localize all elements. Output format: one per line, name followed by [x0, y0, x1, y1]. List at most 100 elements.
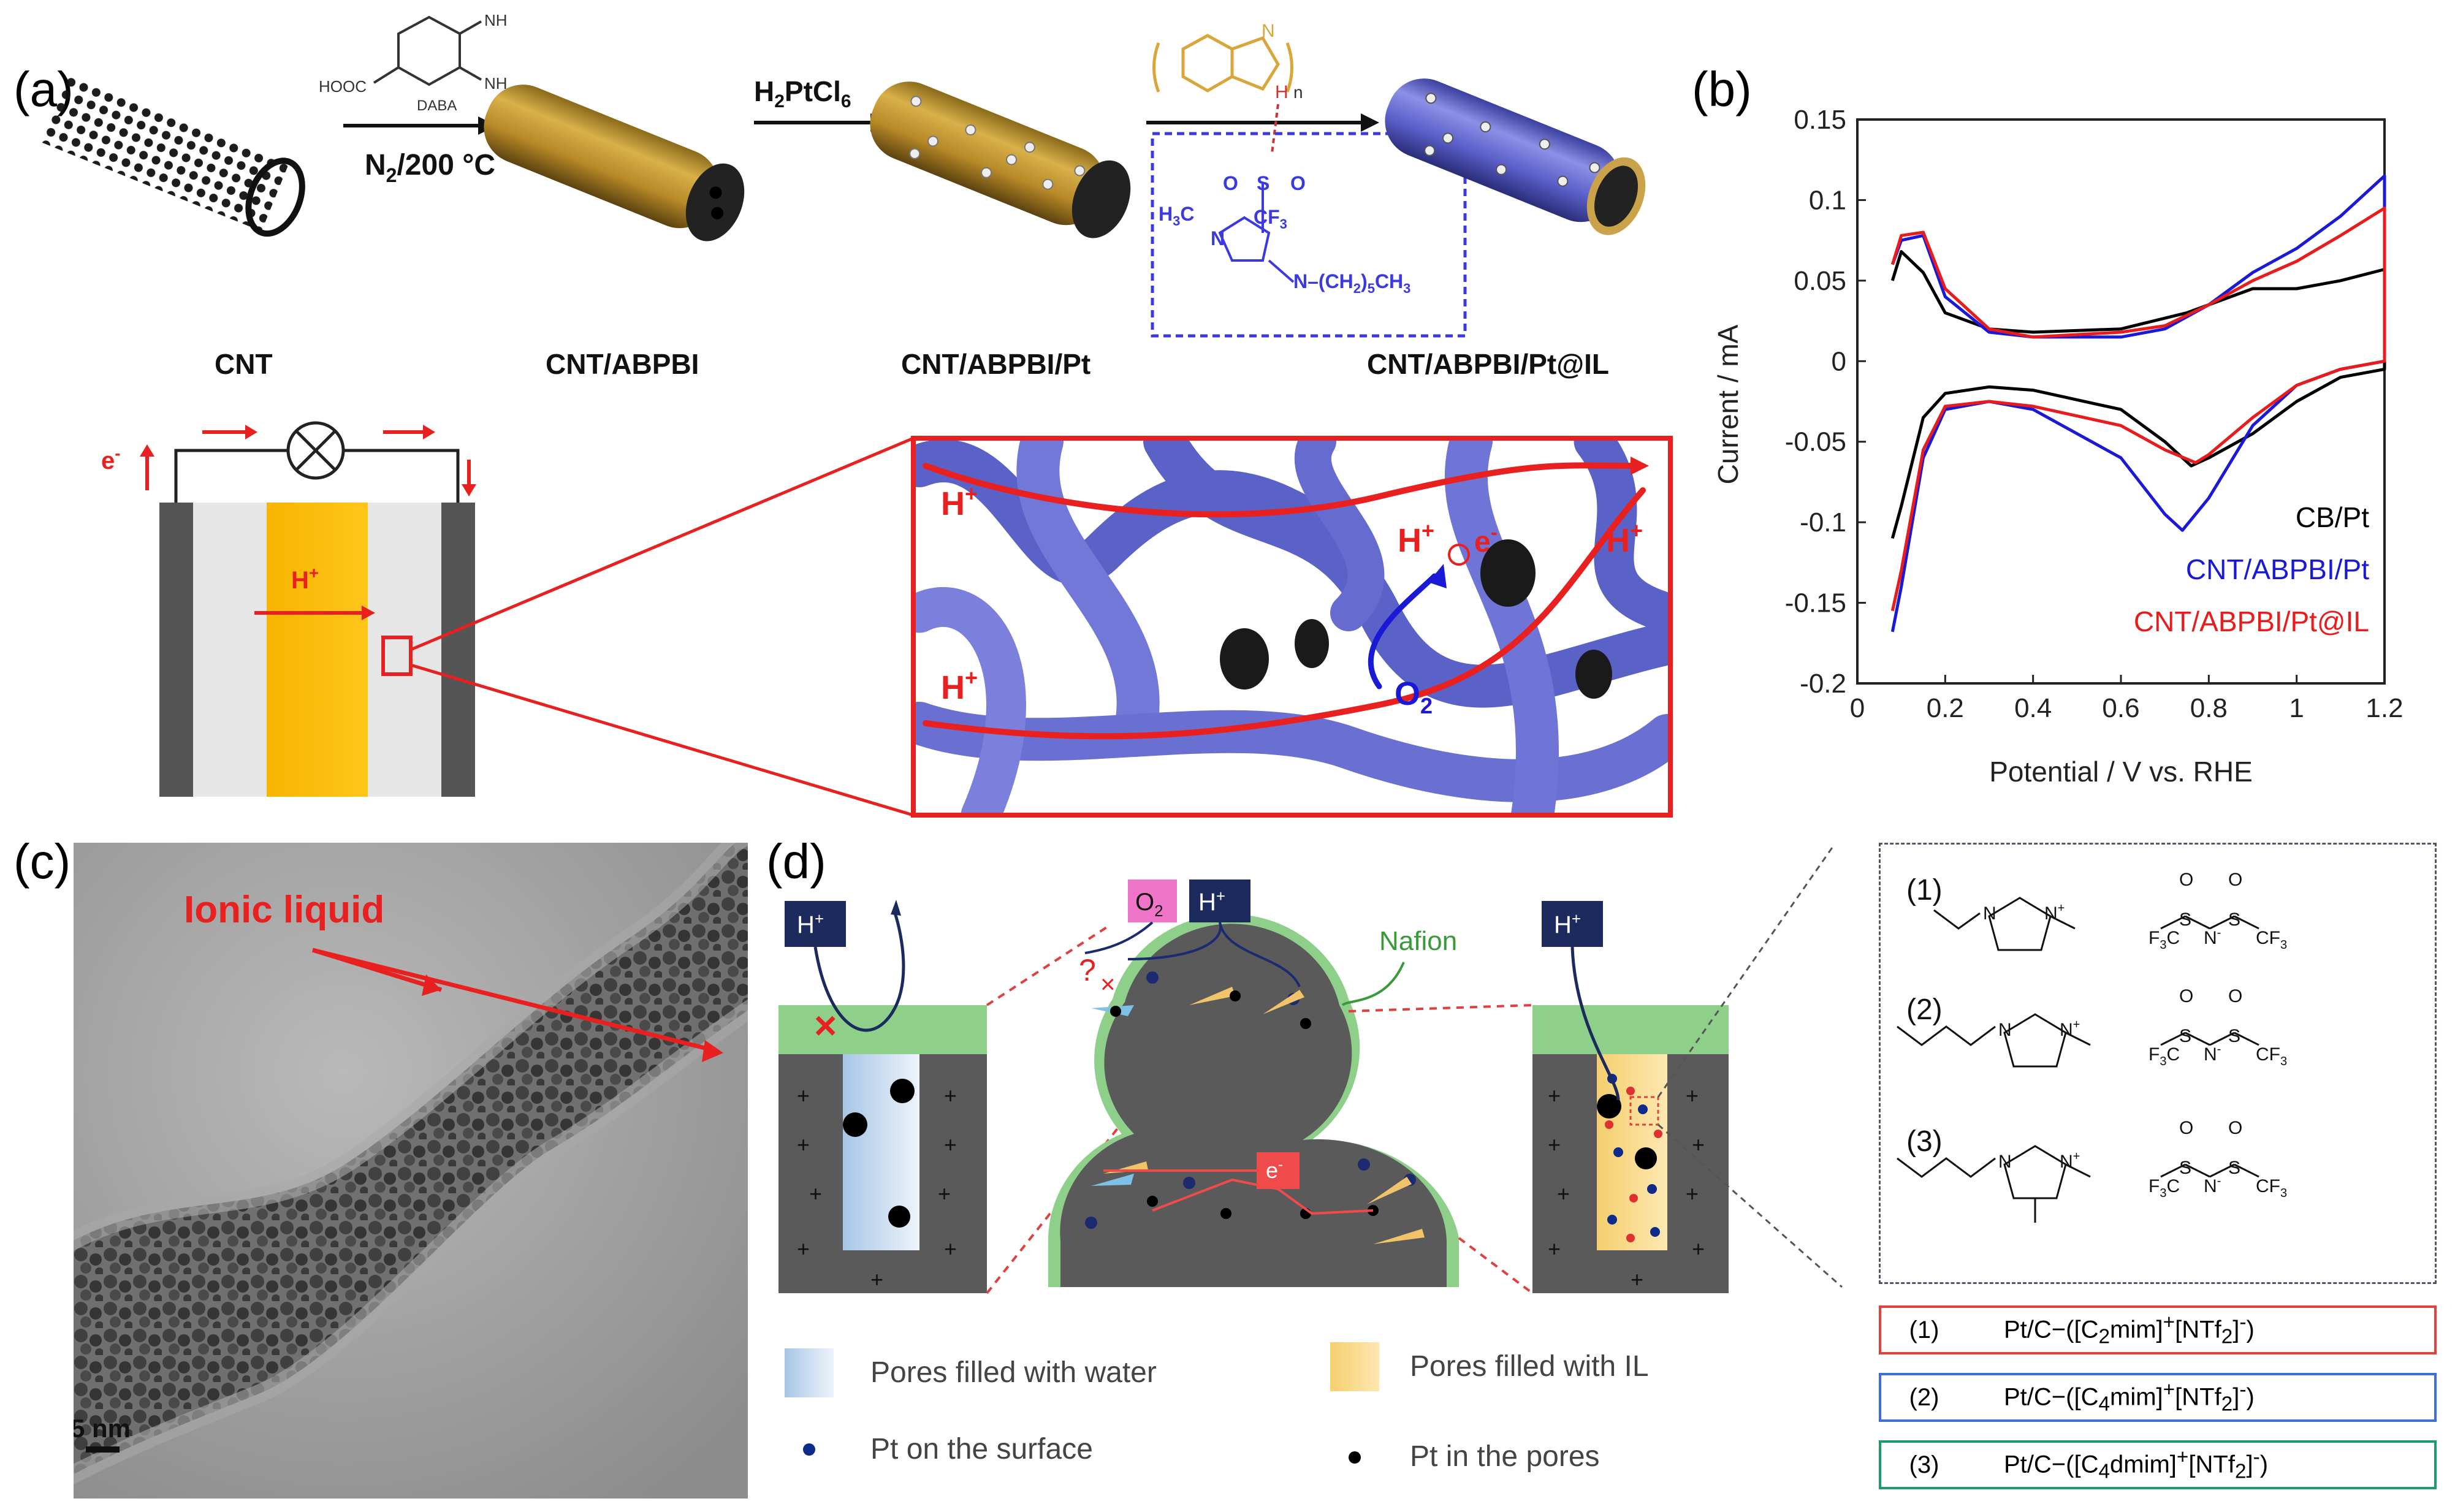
s2-o1: O [2179, 986, 2193, 1006]
panel-label-b: (b) [1692, 62, 1752, 116]
circuit-e-minus: e- [101, 444, 121, 474]
svg-text:+: + [1692, 1236, 1705, 1261]
svg-text:+: + [870, 1267, 883, 1292]
blocked-x: × [814, 1003, 837, 1047]
il-atom-o-right: O [1290, 172, 1306, 194]
scale-bar-label: 5 nm [74, 1414, 131, 1443]
center-o2: O2 [1135, 889, 1163, 920]
y-tick-label: 0.1 [1809, 185, 1846, 215]
daba-label: DABA [417, 97, 457, 114]
composition-box-3: (3) Pt/C−([C4dmim]+[NTf2]-) [1879, 1440, 2437, 1489]
svg-text:+: + [797, 1132, 810, 1157]
s3-n2: N+ [2060, 1150, 2080, 1172]
right-h-plus: H+ [1554, 910, 1581, 938]
s2-f3c: F3C [2149, 1044, 2180, 1068]
legend-cnt-abpbi-pt: CNT/ABPBI/Pt [2186, 553, 2369, 585]
y-axis-label: Current / mA [1712, 324, 1744, 484]
left-h-plus: H+ [797, 910, 824, 938]
svg-text:+: + [809, 1181, 822, 1206]
svg-text:+: + [1692, 1132, 1705, 1157]
x-tick-label: 0.6 [2102, 693, 2139, 723]
structures-box [1879, 843, 2437, 1284]
y-tick-label: 0.15 [1794, 105, 1846, 135]
svg-text:+: + [1548, 1236, 1561, 1261]
s3-s2: S [2228, 1158, 2240, 1178]
panel-label-d: (d) [766, 834, 826, 889]
composition-2-number: (2) [1909, 1383, 1939, 1411]
s1-o2: O [2228, 870, 2242, 890]
svg-text:+: + [938, 1181, 951, 1206]
composition-3-formula: Pt/C−([C4dmim]+[NTf2]-) [2004, 1446, 2269, 1483]
stage-label-cnt-abpbi-pt: CNT/ABPBI/Pt [901, 348, 1090, 380]
polymer-n-index: n [1293, 83, 1303, 102]
cnt-abpbi-pt-tube [870, 82, 1131, 238]
stage-label-cnt-abpbi: CNT/ABPBI [546, 348, 699, 380]
y-tick-label: -0.05 [1785, 427, 1846, 457]
cnt-abpbi-pt-il-tube [1385, 78, 1646, 235]
s3-o1: O [2179, 1118, 2193, 1138]
svg-text:+: + [1557, 1181, 1570, 1206]
s3-n-minus: N- [2204, 1174, 2221, 1196]
svg-text:+: + [797, 1236, 810, 1261]
composition-box-2: (2) Pt/C−([C4mim]+[NTf2]-) [1879, 1373, 2437, 1422]
composition-1-number: (1) [1909, 1316, 1939, 1343]
center-h-plus: H+ [1198, 887, 1225, 916]
s3-n1: N [1998, 1152, 2012, 1172]
series-layer [1890, 174, 2386, 633]
s3-o2: O [2228, 1118, 2242, 1138]
reagent-h2ptcl6: H2PtCl6 [754, 75, 851, 112]
daba-nh2-top: NH [484, 11, 508, 29]
il-atom-chain: N–(CH2)5CH3 [1293, 270, 1410, 296]
x-tick-label: 0.2 [1927, 693, 1964, 723]
s2-n-minus: N- [2204, 1043, 2221, 1065]
zoom-h-plus-2: H+ [1398, 518, 1434, 559]
panel-label-c: (c) [13, 834, 71, 889]
il-atom-h3c: H3C [1159, 203, 1194, 229]
ionic-liquid-label: Ionic liquid [184, 889, 384, 931]
svg-text:+: + [797, 1083, 810, 1108]
panel-a-figure: NH NH HOOC DABA N2/200 °C H2PtCl6 N H n [40, 11, 1673, 818]
il-atom-s: S [1257, 172, 1269, 194]
x-tick-label: 0.8 [2190, 693, 2228, 723]
y-tick-label: -0.1 [1800, 507, 1846, 538]
zoom-e-minus: e- [1474, 521, 1498, 558]
center-e-minus: e- [1266, 1157, 1283, 1183]
circuit-h-plus: H+ [291, 563, 319, 594]
fuel-cell-schematic [140, 421, 914, 817]
il-atom-o-left: O [1223, 172, 1238, 194]
stage-label-cnt: CNT [215, 348, 273, 380]
composition-1-formula: Pt/C−([C2mim]+[NTf2]-) [2004, 1311, 2255, 1348]
daba-nh2-bottom: NH [484, 74, 508, 93]
structure-1-number: (1) [1906, 874, 1943, 906]
legend-pt-pores: Pt in the pores [1410, 1440, 1600, 1473]
question-mark: ? [1079, 953, 1096, 987]
s2-s1: S [2179, 1026, 2191, 1046]
nafion-label: Nafion [1379, 926, 1457, 956]
svg-text:+: + [944, 1236, 957, 1261]
s1-cf3: CF3 [2256, 928, 2287, 952]
svg-text:+: + [1548, 1083, 1561, 1108]
polymer-n-atom: N [1262, 21, 1275, 41]
s2-cf3: CF3 [2256, 1044, 2287, 1068]
zoom-o2: O2 [1395, 675, 1433, 718]
polymer-h-atom: H [1275, 82, 1288, 102]
il-structures: N N+ F3C S O N- S O CF3 N N+ F3C S O N- … [1897, 870, 2287, 1223]
cnt-abpbi-tube [484, 85, 745, 241]
s1-s2: S [2228, 910, 2240, 930]
legend-pt-surface: Pt on the surface [870, 1433, 1093, 1465]
legend-il: Pores filled with IL [1410, 1350, 1649, 1383]
zoom-h-plus-1: H+ [941, 481, 978, 522]
s2-s2: S [2228, 1026, 2240, 1046]
composition-box-1: (1) Pt/C−([C2mim]+[NTf2]-) [1879, 1305, 2437, 1354]
s1-n2: N+ [2044, 902, 2065, 924]
legend-cb-pt: CB/Pt [2296, 501, 2369, 533]
svg-text:+: + [1686, 1181, 1699, 1206]
x-tick-label: 0.4 [2014, 693, 2052, 723]
legend-cnt-abpbi-pt-il: CNT/ABPBI/Pt@IL [2134, 606, 2369, 637]
s2-n1: N [1998, 1020, 2012, 1040]
question-x: × [1100, 970, 1116, 998]
s1-n1: N [1983, 903, 1996, 924]
y-tick-label: -0.15 [1785, 588, 1846, 618]
